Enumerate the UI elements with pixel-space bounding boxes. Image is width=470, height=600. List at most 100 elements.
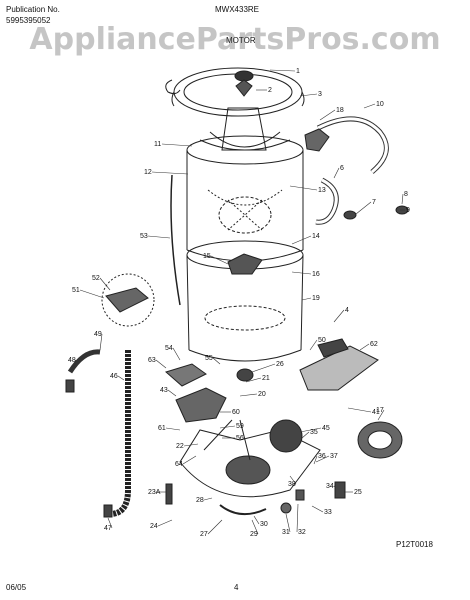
leader-line-6: [333, 167, 340, 179]
part-label-26: 26: [276, 361, 284, 368]
part-label-25: 25: [354, 489, 362, 496]
leader-line-34: [333, 485, 337, 489]
leader-line-11: [161, 143, 193, 147]
leader-line-20: [239, 393, 258, 397]
side-bracket: [299, 338, 403, 459]
leader-line-46: [117, 375, 125, 381]
leader-line-47: [107, 517, 113, 529]
part-label-13: 13: [318, 187, 326, 194]
part-label-23A: 23A: [148, 489, 161, 496]
part-label-20: 20: [258, 391, 266, 398]
figure-code: P12T0018: [396, 540, 433, 549]
leader-line-33: [311, 505, 324, 513]
leader-line-54: [172, 347, 181, 361]
part-label-27: 27: [200, 531, 208, 538]
leader-line-12: [151, 171, 189, 175]
leader-line-31: [285, 513, 291, 533]
part-label-46: 46: [110, 373, 118, 380]
part-label-12: 12: [144, 169, 152, 176]
leader-line-18: [319, 109, 336, 121]
leader-line-62: [359, 343, 370, 351]
part-label-6: 6: [340, 165, 344, 172]
leader-line-26: [251, 363, 276, 373]
part-label-18: 18: [336, 107, 344, 114]
leader-line-21: [245, 377, 262, 383]
part-label-19: 19: [312, 295, 320, 302]
footer-date: 06/05: [6, 583, 27, 592]
part-label-21: 21: [262, 375, 270, 382]
part-label-63: 63: [148, 357, 156, 364]
motor-base: [164, 363, 321, 516]
footer-page: 4: [234, 583, 239, 592]
leader-line-45: [299, 427, 322, 433]
part-label-9: 9: [406, 207, 410, 214]
leader-line-22: [183, 443, 199, 447]
leader-line-28: [203, 497, 213, 501]
leader-line-16: [291, 271, 312, 275]
leader-line-15: [210, 255, 229, 265]
leader-line-36: [313, 455, 318, 465]
part-label-8: 8: [404, 191, 408, 198]
part-label-55: 55: [205, 355, 213, 362]
leader-line-10: [363, 103, 376, 109]
leader-line-37: [315, 455, 330, 463]
outer-tub: [186, 240, 304, 362]
publication-number: 5995395052: [6, 16, 51, 25]
leader-line-24: [157, 519, 173, 527]
leader-line-7: [355, 201, 372, 215]
part-label-49: 49: [94, 331, 102, 338]
balance-ring: [165, 67, 305, 117]
leader-line-1: [269, 69, 296, 72]
leader-line-51: [79, 289, 105, 299]
part-label-59: 59: [236, 423, 244, 430]
leader-line-50: [309, 339, 318, 351]
leader-line-49: [99, 333, 103, 351]
part-label-17: 17: [376, 407, 384, 414]
part-label-31: 31: [282, 529, 290, 536]
part-label-22: 22: [176, 443, 184, 450]
section-title: MOTOR: [226, 36, 256, 45]
leader-line-32: [296, 503, 299, 533]
part-label-48: 48: [68, 357, 76, 364]
part-label-4: 4: [345, 307, 349, 314]
leader-line-29: [251, 519, 259, 535]
part-label-43: 43: [160, 387, 168, 394]
part-label-54: 54: [165, 345, 173, 352]
part-label-56: 56: [236, 435, 244, 442]
part-label-1: 1: [296, 68, 300, 75]
part-label-11: 11: [154, 141, 161, 148]
part-label-15: 15: [203, 253, 211, 260]
part-label-50: 50: [318, 337, 326, 344]
part-label-45: 45: [322, 425, 330, 432]
leader-line-35: [301, 431, 310, 439]
model-number: MWX433RE: [215, 5, 260, 14]
part-label-28: 28: [196, 497, 204, 504]
part-label-29: 29: [250, 531, 258, 538]
part-label-14: 14: [312, 233, 320, 240]
part-label-37: 37: [330, 453, 338, 460]
leader-line-27: [207, 519, 223, 535]
part-label-61: 61: [158, 425, 166, 432]
part-label-64: 64: [175, 461, 183, 468]
leader-line-30: [253, 515, 260, 525]
leader-line-53: [147, 235, 171, 239]
part-label-24: 24: [150, 523, 158, 530]
leader-line-59: [219, 425, 236, 429]
watermark: AppliancePartsPros.com: [29, 22, 441, 57]
leader-line-43: [167, 389, 177, 397]
part-label-7: 7: [372, 199, 376, 206]
leader-line-17: [377, 409, 385, 421]
part-label-36: 36: [318, 453, 326, 460]
leader-line-13: [289, 185, 318, 191]
leader-line-48: [73, 359, 77, 371]
part-label-41: 41: [372, 409, 380, 416]
part-label-60: 60: [232, 409, 240, 416]
leader-line-8: [401, 193, 404, 205]
part-label-47: 47: [104, 525, 112, 532]
part-label-38: 38: [288, 481, 296, 488]
leader-line-14: [291, 235, 312, 245]
leader-line-3: [299, 93, 318, 97]
